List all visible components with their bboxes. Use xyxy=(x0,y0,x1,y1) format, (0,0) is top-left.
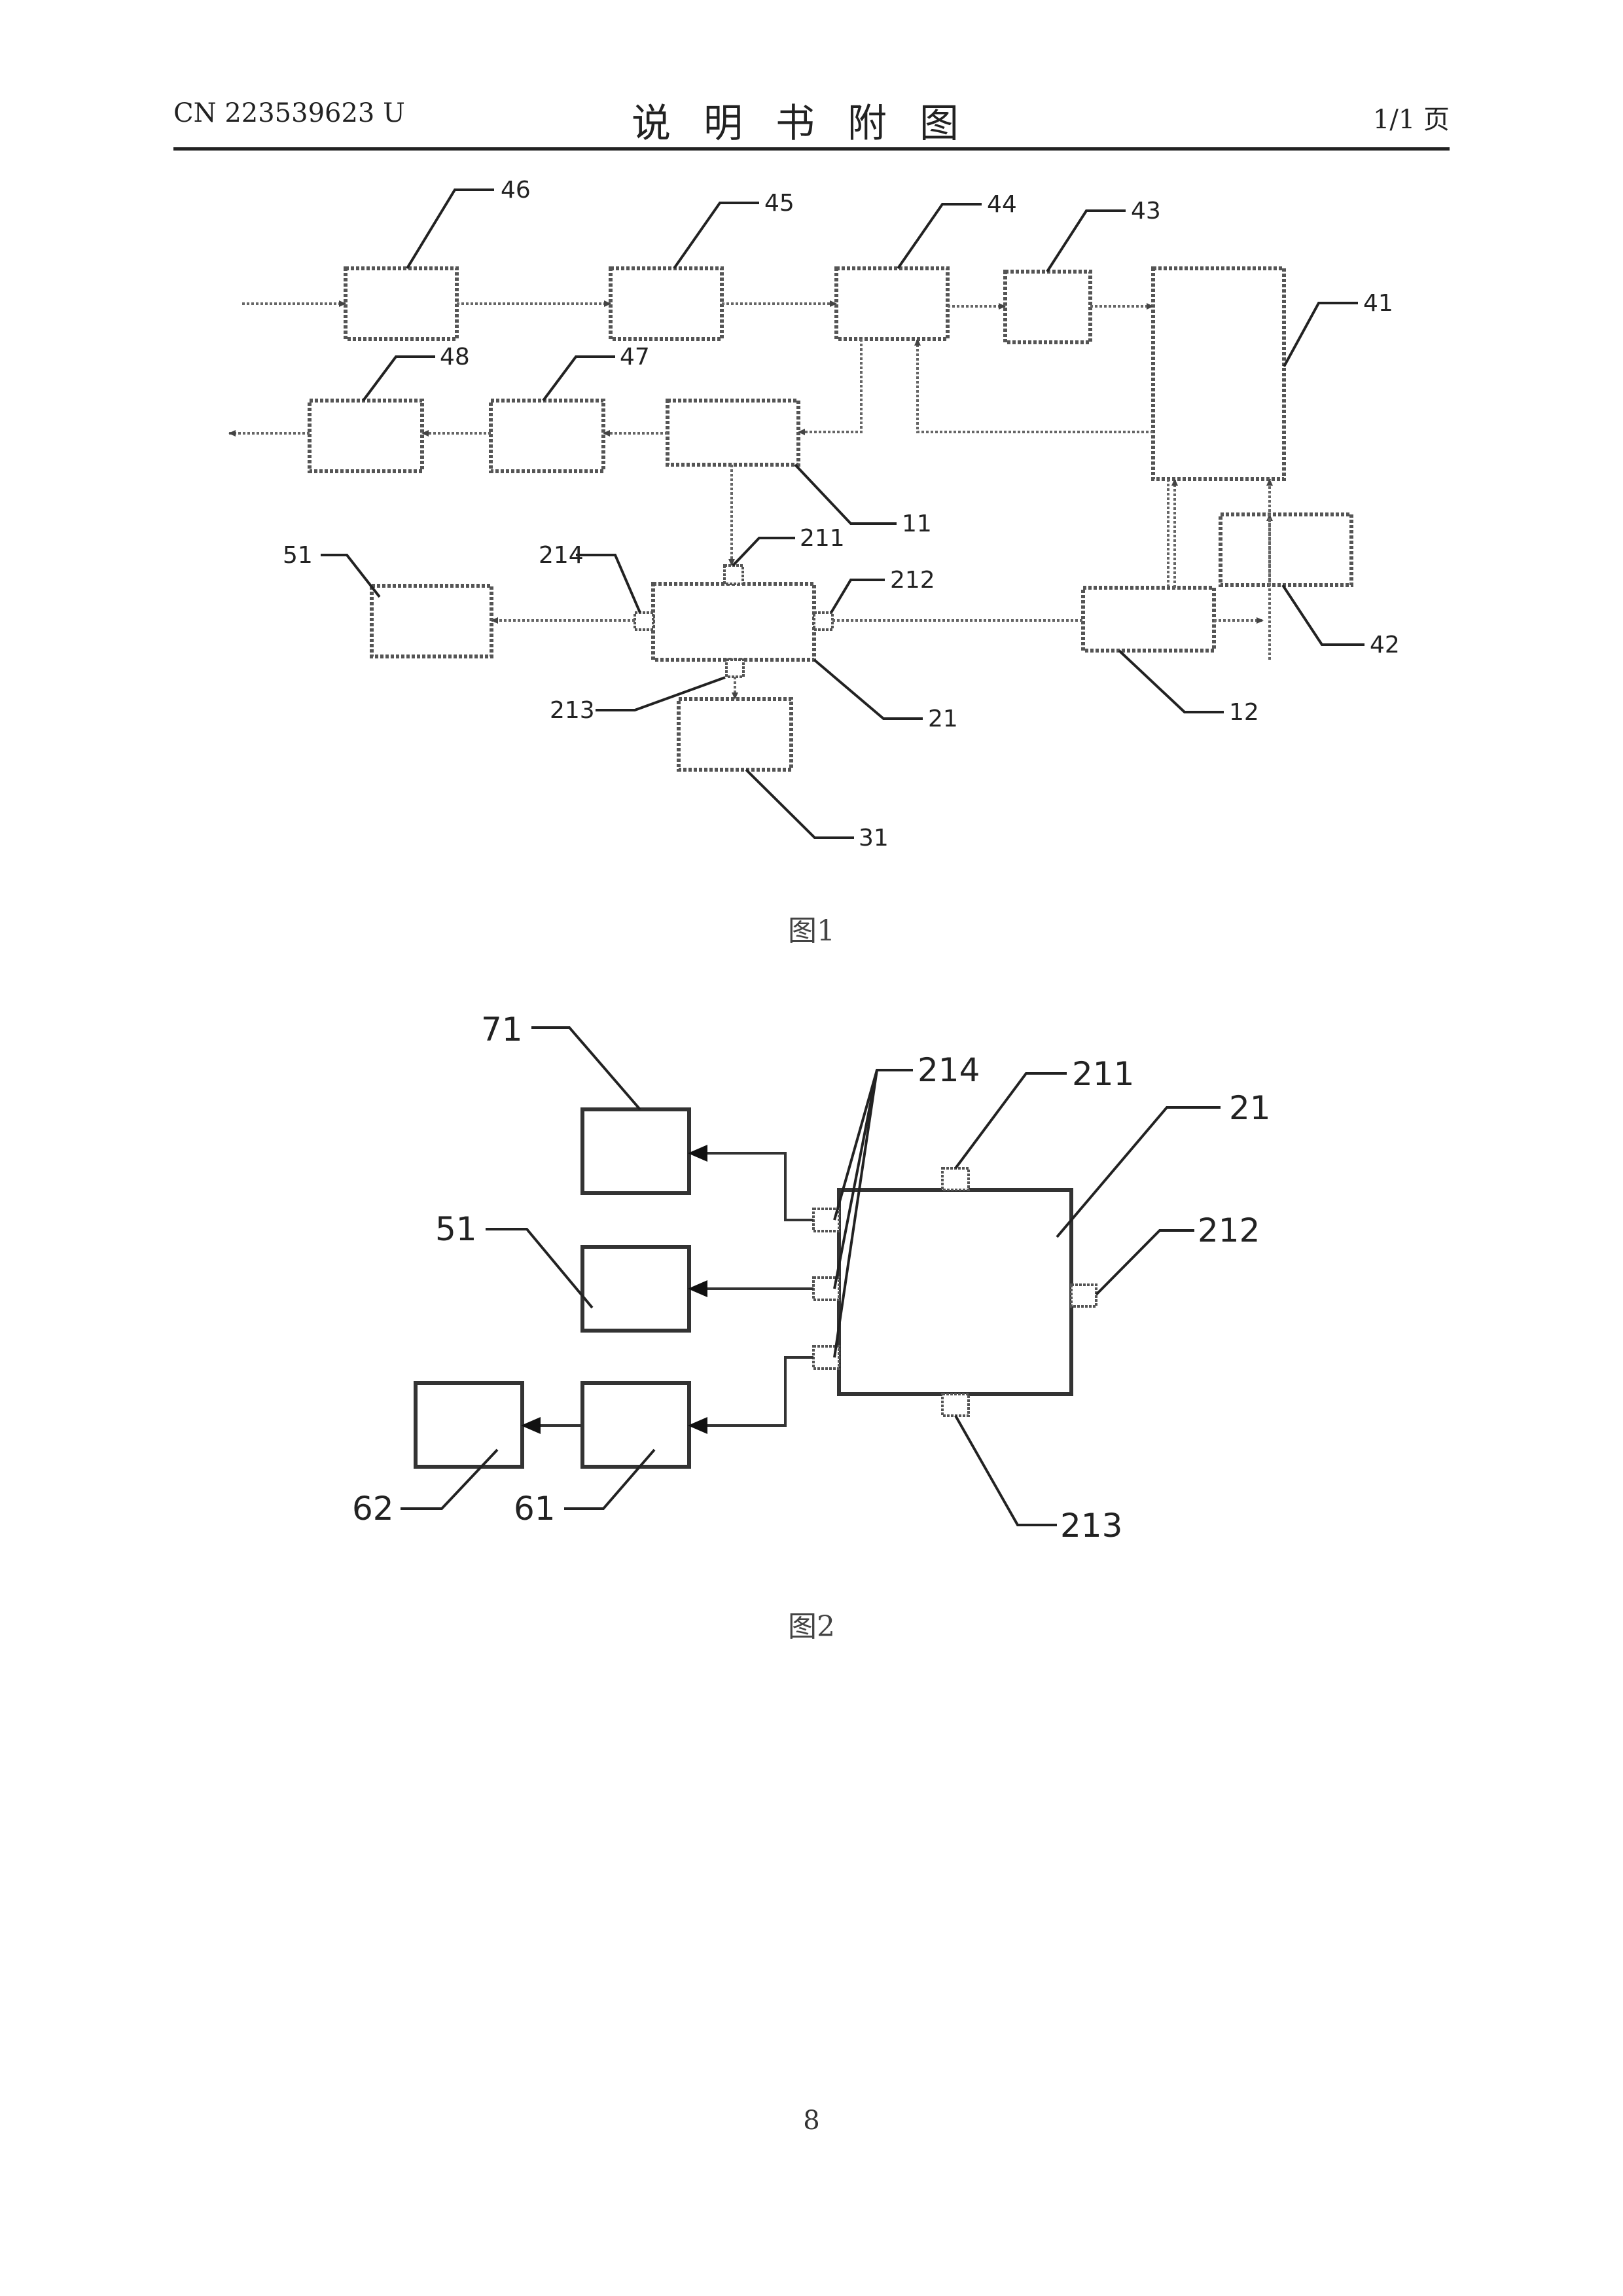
port-211 xyxy=(724,565,743,584)
figure-2-caption: 图2 xyxy=(788,1610,835,1643)
box-21 xyxy=(839,1190,1071,1394)
label-41: 41 xyxy=(1363,290,1393,317)
box-48 xyxy=(310,401,422,471)
figure-1: 46 45 44 43 41 48 47 11 42 51 214 211 21… xyxy=(229,177,1400,948)
box-62 xyxy=(416,1383,522,1467)
port-213 xyxy=(942,1394,969,1416)
label-44: 44 xyxy=(987,191,1017,218)
label-48: 48 xyxy=(440,344,470,370)
box-11 xyxy=(668,401,798,465)
figure-2: 71 214 211 21 51 212 62 61 213 图2 xyxy=(352,1011,1271,1643)
box-61 xyxy=(582,1383,689,1467)
label-212: 212 xyxy=(1198,1211,1260,1249)
box-44 xyxy=(836,268,948,339)
box-43 xyxy=(1005,272,1090,342)
label-51: 51 xyxy=(435,1210,477,1248)
label-213: 213 xyxy=(1060,1507,1122,1545)
label-213: 213 xyxy=(550,697,595,724)
label-12: 12 xyxy=(1229,699,1259,726)
label-21: 21 xyxy=(1229,1089,1271,1127)
label-42: 42 xyxy=(1370,632,1400,658)
label-214: 214 xyxy=(539,542,584,569)
label-45: 45 xyxy=(764,190,794,217)
label-71: 71 xyxy=(481,1011,523,1049)
label-62: 62 xyxy=(352,1490,394,1528)
label-61: 61 xyxy=(514,1490,556,1528)
port-212 xyxy=(814,613,832,630)
port-213 xyxy=(726,660,743,677)
box-47 xyxy=(491,401,603,471)
box-21 xyxy=(653,584,814,660)
port-211 xyxy=(942,1168,969,1190)
label-51: 51 xyxy=(283,542,313,569)
label-31: 31 xyxy=(859,825,889,852)
label-47: 47 xyxy=(620,344,650,370)
box-46 xyxy=(346,268,457,339)
label-43: 43 xyxy=(1131,198,1161,224)
label-46: 46 xyxy=(501,177,531,204)
box-71 xyxy=(582,1109,689,1193)
box-41 xyxy=(1153,268,1284,479)
box-12 xyxy=(1083,588,1214,651)
box-51 xyxy=(372,586,491,656)
box-31 xyxy=(679,699,791,770)
label-212: 212 xyxy=(890,567,935,594)
label-211: 211 xyxy=(800,525,845,552)
label-11: 11 xyxy=(902,511,932,537)
label-214: 214 xyxy=(918,1051,980,1089)
port-214 xyxy=(635,613,653,630)
box-42 xyxy=(1221,514,1351,585)
label-211: 211 xyxy=(1072,1055,1134,1093)
box-51 xyxy=(582,1247,689,1331)
figure-1-caption: 图1 xyxy=(788,914,835,948)
box-45 xyxy=(611,268,722,339)
page-number: 8 xyxy=(803,2106,819,2136)
label-21: 21 xyxy=(928,706,958,732)
port-212 xyxy=(1071,1285,1096,1306)
